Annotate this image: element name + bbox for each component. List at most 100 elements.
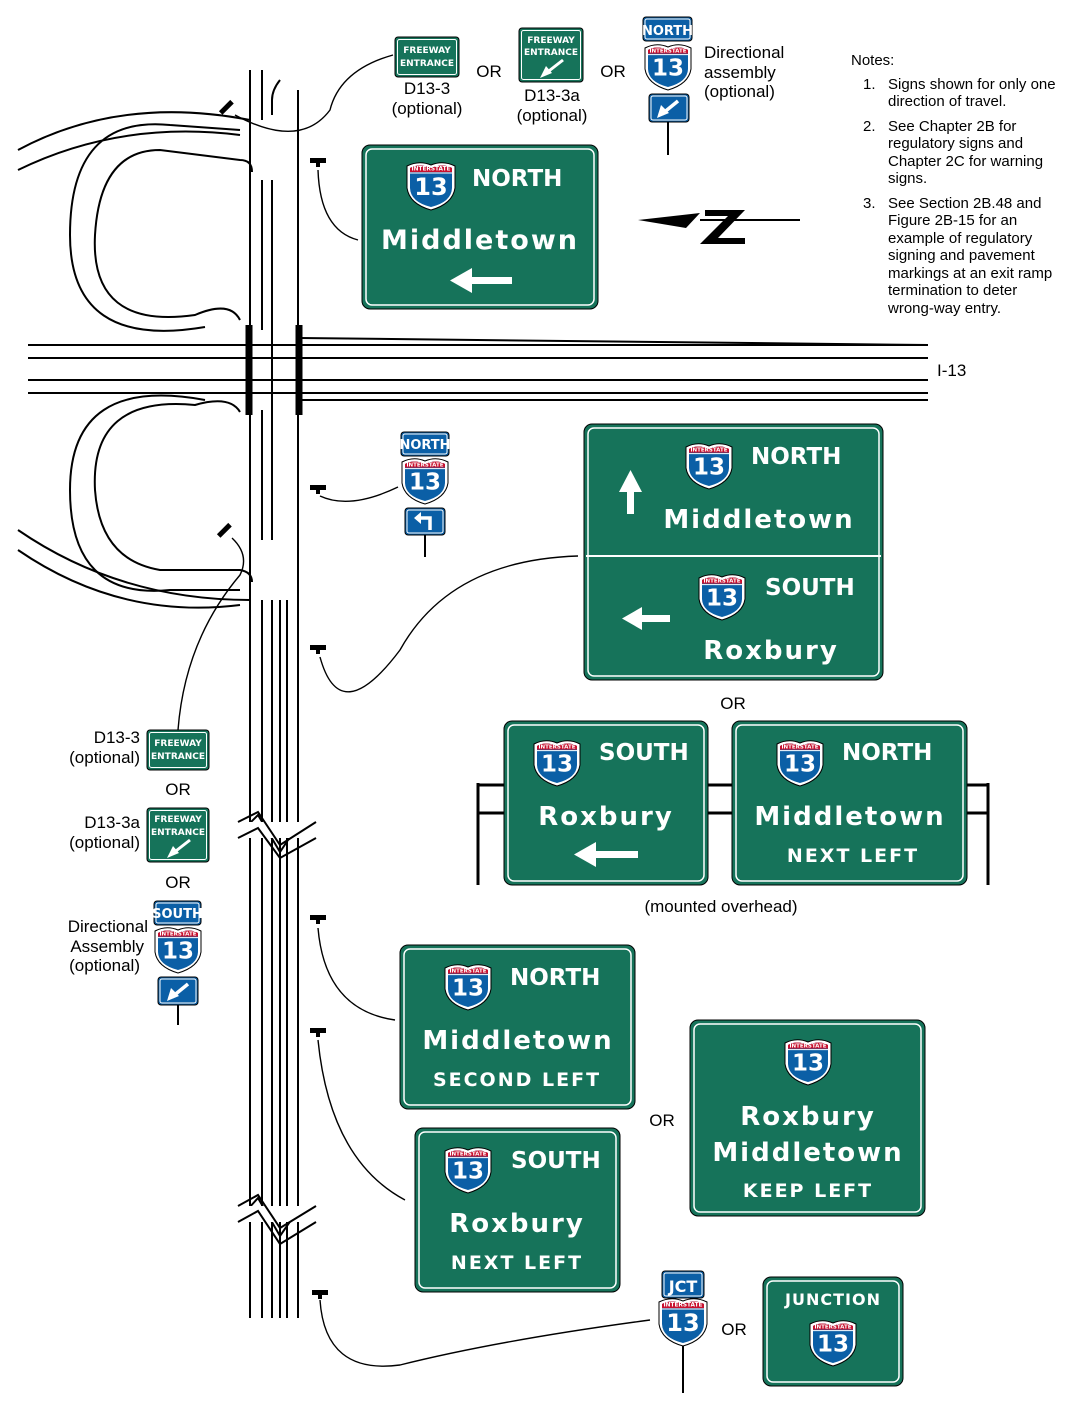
optional-label: (optional) bbox=[69, 748, 140, 767]
south-text: SOUTH bbox=[765, 575, 855, 601]
d13-3-label: D13-3 bbox=[94, 728, 140, 747]
note-text: See Chapter 2B for regulatory signs and … bbox=[888, 117, 1044, 188]
arrow-left-icon bbox=[622, 607, 670, 630]
guide-sign-junction: JUNCTION INTERSTATE 13 bbox=[762, 1276, 904, 1387]
second-left-text: SECOND LEFT bbox=[433, 1069, 601, 1091]
shield-number-text: 13 bbox=[452, 976, 484, 1002]
north-text: NORTH bbox=[399, 438, 450, 453]
d13-3-top-sign: FREEWAY ENTRANCE bbox=[394, 36, 460, 78]
north-arrow-icon bbox=[638, 210, 800, 244]
shield-number-text: 13 bbox=[817, 1332, 849, 1358]
freeway-text: FREEWAY bbox=[154, 815, 202, 825]
shield-banner-text: INTERSTATE bbox=[449, 1151, 486, 1157]
optional-label: (optional) bbox=[392, 99, 463, 118]
d13-3a-label: D13-3a bbox=[84, 813, 140, 832]
roxbury-text: Roxbury bbox=[538, 802, 674, 832]
notes-panel: Notes: 1.Signs shown for only one direct… bbox=[851, 52, 1066, 324]
next-left-text: NEXT LEFT bbox=[787, 845, 919, 867]
north-text: NORTH bbox=[842, 740, 932, 766]
arrow-left-icon bbox=[574, 842, 638, 867]
interstate-shield-icon: INTERSTATE 13 bbox=[644, 44, 692, 91]
note-item: 2.See Chapter 2B for regulatory signs an… bbox=[863, 117, 1044, 188]
roxbury-text: Roxbury bbox=[740, 1102, 876, 1132]
roxbury-text: Roxbury bbox=[449, 1209, 585, 1239]
note-text: See Section 2B.48 and Figure 2B-15 for a… bbox=[888, 194, 1053, 317]
interstate-shield-icon: INTERSTATE 13 bbox=[784, 1039, 832, 1086]
shield-banner-text: INTERSTATE bbox=[663, 1303, 702, 1309]
shield-banner-text: INTERSTATE bbox=[690, 447, 727, 453]
d13-3a-left-sign: FREEWAY ENTRANCE bbox=[146, 807, 210, 863]
arrow-turn-left-icon bbox=[414, 512, 432, 530]
d13-3a-label: D13-3a bbox=[524, 86, 580, 105]
notes-title: Notes: bbox=[851, 52, 895, 69]
keep-left-text: KEEP LEFT bbox=[743, 1180, 873, 1202]
sign-location-markers bbox=[216, 99, 328, 1299]
junction-text: JUNCTION bbox=[784, 1290, 881, 1309]
note-item: 3.See Section 2B.48 and Figure 2B-15 for… bbox=[863, 194, 1053, 317]
leader-lines bbox=[177, 54, 651, 1367]
shield-banner-text: INTERSTATE bbox=[159, 931, 196, 937]
middletown-text: Middletown bbox=[754, 802, 945, 832]
freeway-text: FREEWAY bbox=[403, 46, 451, 56]
arrow-down-left-icon bbox=[540, 58, 564, 78]
entrance-text: ENTRANCE bbox=[524, 48, 578, 58]
middletown-text: Middletown bbox=[381, 225, 579, 256]
shield-banner-text: INTERSTATE bbox=[411, 167, 450, 173]
shield-banner-text: INTERSTATE bbox=[781, 744, 818, 750]
shield-number-text: 13 bbox=[541, 752, 573, 778]
shield-number-text: 13 bbox=[414, 173, 447, 201]
north-text: NORTH bbox=[472, 166, 562, 192]
shield-banner-text: INTERSTATE bbox=[649, 48, 686, 54]
assembly-label: assembly bbox=[704, 63, 776, 82]
or-label: OR bbox=[600, 62, 626, 81]
or-label: OR bbox=[165, 873, 191, 892]
roxbury-text: Roxbury bbox=[703, 636, 839, 666]
arrow-left-icon bbox=[450, 268, 512, 293]
shield-banner-text: INTERSTATE bbox=[789, 1043, 826, 1049]
freeway-text: FREEWAY bbox=[527, 36, 575, 46]
shield-number-text: 13 bbox=[652, 56, 684, 82]
shield-banner-text: INTERSTATE bbox=[703, 578, 740, 584]
shield-banner-text: INTERSTATE bbox=[814, 1324, 851, 1330]
arrow-down-left-icon bbox=[167, 838, 191, 858]
interstate-shield-icon: INTERSTATE 13 bbox=[809, 1320, 857, 1367]
directional-label: Directional bbox=[68, 917, 148, 936]
optional-label: (optional) bbox=[69, 956, 140, 975]
or-label: OR bbox=[165, 780, 191, 799]
north-text: NORTH bbox=[642, 24, 693, 39]
sign-posts bbox=[177, 120, 684, 1393]
route-label: I-13 bbox=[937, 361, 966, 380]
arrow-up-icon bbox=[619, 470, 642, 514]
note-item: 1.Signs shown for only one direction of … bbox=[863, 75, 1056, 111]
directional-label: Directional bbox=[704, 43, 784, 62]
shield-banner-text: INTERSTATE bbox=[406, 462, 443, 468]
d13-3-left-sign: FREEWAY ENTRANCE bbox=[146, 729, 210, 771]
south-text: SOUTH bbox=[511, 1148, 601, 1174]
middletown-text: Middletown bbox=[422, 1026, 613, 1056]
entrance-text: ENTRANCE bbox=[151, 828, 205, 838]
or-label: OR bbox=[476, 62, 502, 81]
shield-number-text: 13 bbox=[792, 1051, 824, 1077]
roadway-geometry bbox=[17, 70, 929, 1318]
d13-3-label: D13-3 bbox=[404, 79, 450, 98]
shield-number-text: 13 bbox=[706, 586, 738, 612]
or-label: OR bbox=[649, 1111, 675, 1130]
next-left-text: NEXT LEFT bbox=[451, 1252, 583, 1274]
